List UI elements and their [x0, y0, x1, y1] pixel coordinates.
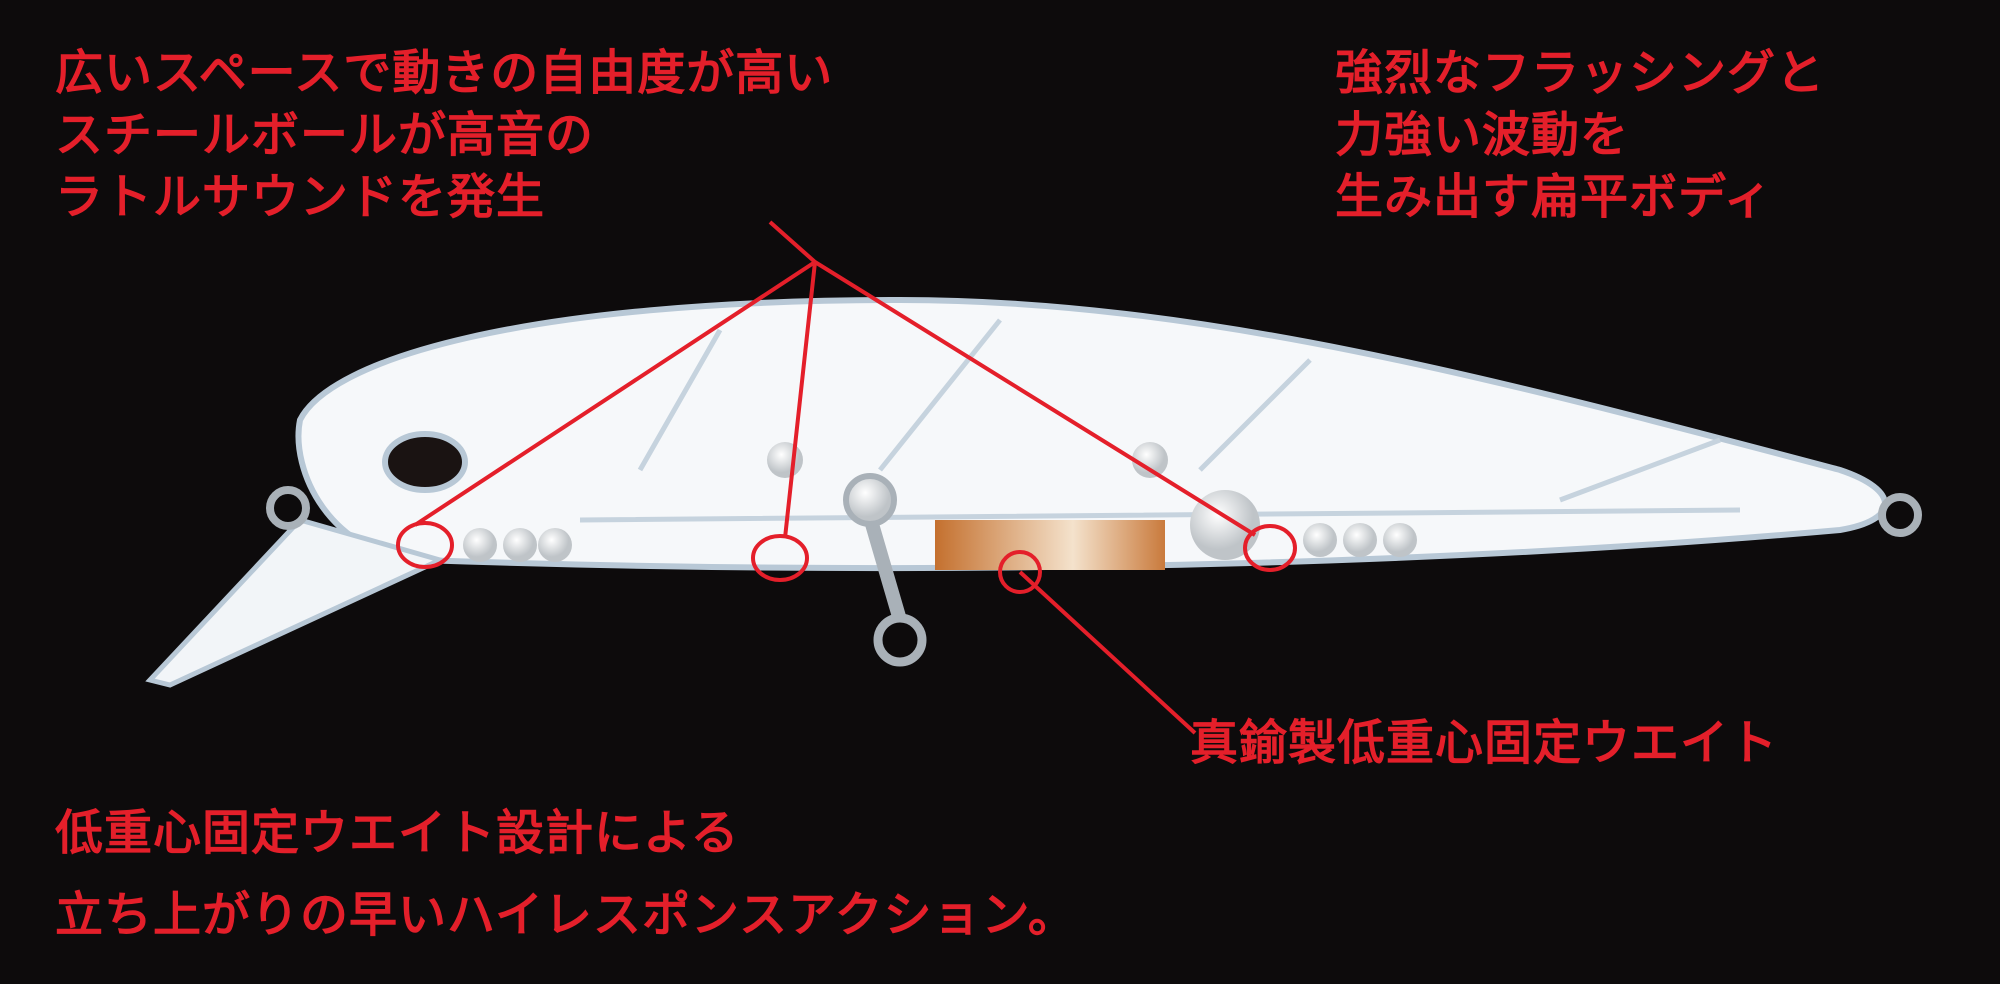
eye: [382, 431, 468, 493]
rattle-callout: 広いスペースで動きの自由度が高い スチールボールが高音の ラトルサウンドを発生: [55, 42, 833, 228]
line-eye: [266, 486, 310, 530]
callout-line: 生み出す扁平ボディ: [1335, 169, 1773, 225]
body-callout: 強烈なフラッシングと 力強い波動を 生み出す扁平ボディ: [1335, 42, 1825, 228]
belly-eye: [873, 613, 927, 667]
callout-line: 力強い波動を: [1335, 107, 1630, 163]
lure-body: [145, 296, 1922, 688]
action-callout: 低重心固定ウエイト設計による 立ち上がりの早いハイレスポンスアクション。: [55, 792, 1077, 956]
weight-callout: 真鍮製低重心固定ウエイト: [1190, 712, 1778, 774]
callout-line: 低重心固定ウエイト設計による: [55, 805, 740, 861]
callout-line: スチールボールが高音の: [55, 107, 595, 163]
callout-lines: [396, 220, 1297, 735]
callout-line: 強烈なフラッシングと: [1335, 45, 1826, 101]
callout-line: ラトルサウンドを発生: [55, 169, 546, 225]
lure-lip: [145, 517, 448, 688]
callout-line: 立ち上がりの早いハイレスポンスアクション。: [55, 887, 1077, 943]
callout-line: 広いスペースで動きの自由度が高い: [55, 45, 834, 101]
callout-line: 真鍮製低重心固定ウエイト: [1190, 715, 1779, 771]
brass-weight: [935, 520, 1165, 570]
tail-eye: [1878, 493, 1922, 537]
